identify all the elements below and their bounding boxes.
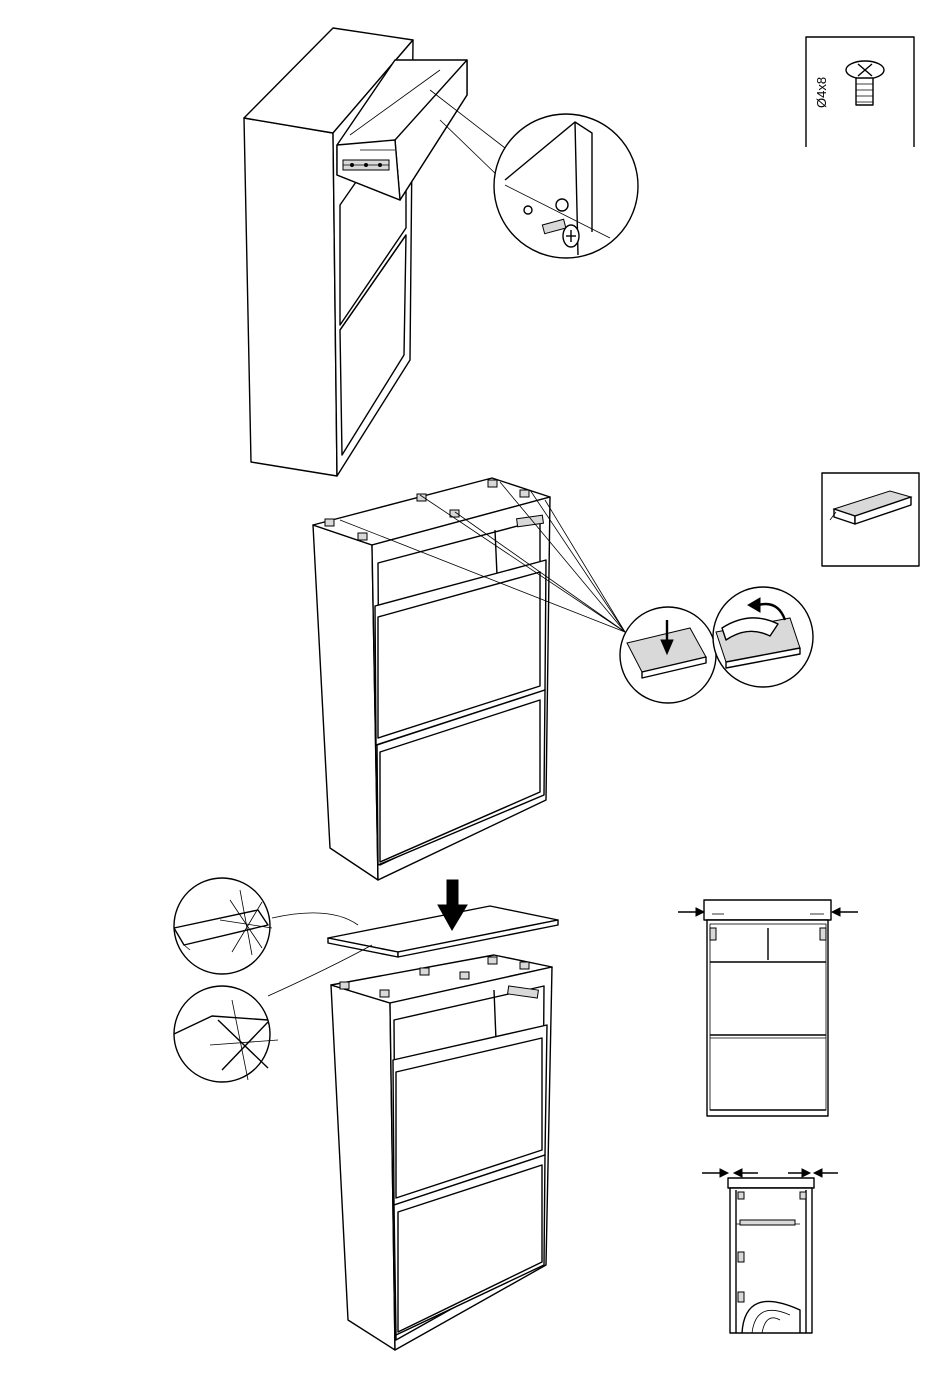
right-arrow-icon: [678, 908, 704, 916]
side-view-alignment: [702, 1169, 838, 1333]
left-arrow-icon: [734, 1169, 758, 1177]
step1-cabinet-open-drawer: [244, 28, 638, 476]
screw-size-label: Ø4x8: [814, 77, 829, 108]
left-arrow-icon: [832, 908, 858, 916]
left-arrow-icon: [814, 1169, 838, 1177]
hardware-box-adhesive-pad: [822, 473, 919, 566]
front-view-alignment: [678, 900, 858, 1116]
step3-place-top-panel: [174, 878, 558, 1350]
step2-cabinet-pads: [313, 478, 813, 880]
screw-icon: [846, 61, 884, 105]
right-arrow-icon: [788, 1169, 810, 1177]
hardware-box-screw: Ø4x8: [806, 37, 914, 147]
right-arrow-icon: [702, 1169, 728, 1177]
adhesive-pad-icon: [830, 491, 911, 524]
